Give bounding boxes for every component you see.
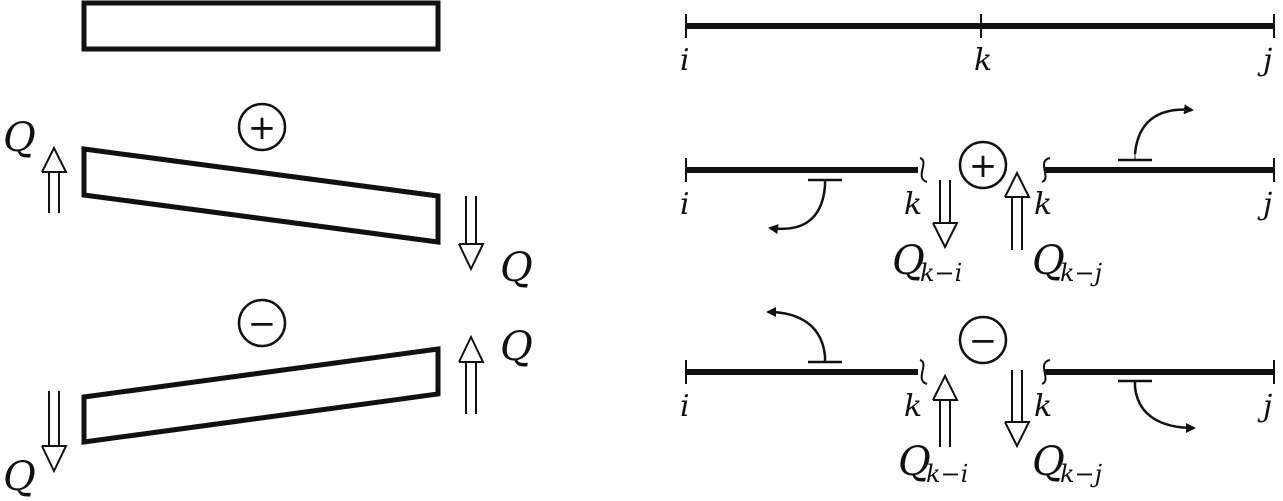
svg-text:Q: Q: [1032, 238, 1065, 284]
segment-kj-negative: k j: [1034, 359, 1275, 433]
svg-text:Q: Q: [1032, 439, 1065, 485]
shear-label-right-bottom: Q: [500, 324, 533, 370]
shear-arrow-down-ki: [932, 180, 959, 250]
shear-arrow-up-ki: [932, 373, 959, 447]
node-label-k-negative-left: k: [904, 389, 922, 424]
plus-sign-right: +: [969, 146, 998, 186]
node-label-j-top: j: [1257, 43, 1272, 78]
rotation-arrow-icon: [766, 307, 827, 357]
shear-arrow-up-left: [41, 145, 68, 213]
left-panel: + Q Q − Q: [3, 0, 533, 500]
svg-text:Q: Q: [892, 238, 925, 284]
node-label-i-positive: i: [680, 187, 690, 222]
shear-arrow-down-left: [41, 391, 68, 474]
node-label-k-positive-left: k: [904, 187, 922, 222]
beam-element: [81, 0, 441, 52]
svg-text:k−j: k−j: [1060, 259, 1103, 287]
node-label-i-top: i: [680, 43, 690, 78]
plus-sign: +: [248, 108, 277, 148]
label-q-ki-positive: Q k−i: [892, 238, 962, 287]
node-label-k-negative-right: k: [1034, 389, 1052, 424]
segment-ik-negative: i k: [680, 307, 928, 424]
shear-label-top-left: Q: [3, 115, 36, 161]
svg-text:k−i: k−i: [920, 259, 962, 287]
node-label-k-positive-right: k: [1034, 187, 1052, 222]
cut-mark: [919, 157, 928, 183]
cut-mark: [1041, 359, 1051, 385]
label-q-kj-negative: Q k−j: [1032, 439, 1103, 488]
full-beam: i k j: [680, 14, 1275, 78]
shear-label-right-middle: Q: [500, 245, 533, 291]
segment-ik-positive: i k: [680, 157, 928, 235]
node-label-j-positive: j: [1257, 187, 1272, 222]
shear-arrow-up-kj: [1004, 170, 1031, 250]
minus-sign-marker-right: −: [958, 315, 1008, 365]
shear-arrow-down-kj: [1004, 370, 1031, 449]
rotation-arrow-icon: [1133, 386, 1196, 433]
minus-sign: −: [248, 304, 277, 344]
svg-text:k−i: k−i: [926, 460, 968, 488]
positive-shear-element: [81, 146, 441, 245]
cut-mark: [919, 359, 928, 385]
svg-text:k−j: k−j: [1060, 460, 1103, 488]
shear-arrow-up-right: [458, 334, 485, 414]
rotation-arrow-icon: [768, 185, 827, 235]
plus-sign-marker: +: [237, 102, 287, 152]
plus-sign-marker-right: +: [958, 140, 1008, 190]
minus-sign-right: −: [969, 321, 998, 361]
shear-arrow-down-right: [458, 196, 485, 272]
segment-kj-positive: k j: [1034, 104, 1275, 222]
node-label-i-negative: i: [680, 389, 690, 424]
right-panel: i k j + i k Q k−i: [680, 14, 1275, 488]
svg-text:Q: Q: [898, 439, 931, 485]
node-label-j-negative: j: [1257, 389, 1272, 424]
shear-label-bottom-left: Q: [3, 454, 36, 500]
label-q-ki-negative: Q k−i: [898, 439, 968, 488]
rotation-arrow-icon: [1133, 104, 1194, 155]
node-label-k-top: k: [974, 43, 992, 78]
negative-shear-element: [81, 346, 441, 445]
minus-sign-marker: −: [237, 298, 287, 348]
cut-mark: [1041, 157, 1051, 183]
label-q-kj-positive: Q k−j: [1032, 238, 1103, 287]
